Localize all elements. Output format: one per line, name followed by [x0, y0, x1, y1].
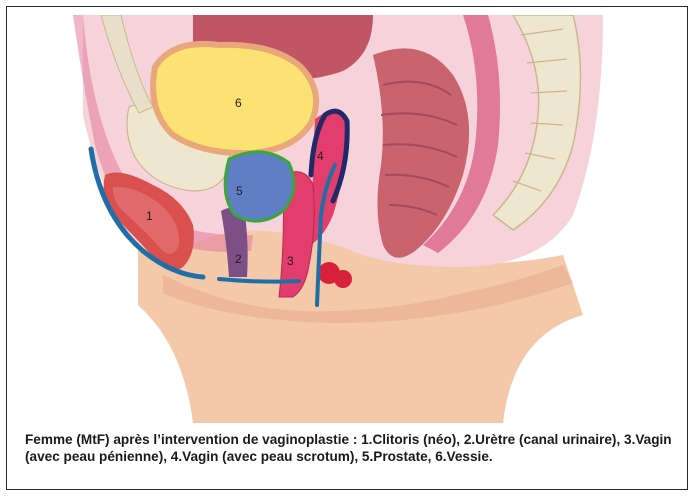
label-2: 2	[235, 252, 242, 266]
label-5: 5	[236, 184, 243, 198]
label-6: 6	[235, 96, 242, 110]
figure-caption: Femme (MtF) après l’intervention de vagi…	[25, 431, 681, 465]
label-3: 3	[287, 254, 294, 268]
label-4: 4	[317, 149, 324, 163]
perineal-tissue	[334, 270, 352, 288]
anatomy-illustration: 6 5 4 3 2 1	[43, 15, 651, 423]
label-1: 1	[146, 209, 153, 223]
figure-frame: 6 5 4 3 2 1 Femme (MtF) après l’interven…	[6, 6, 688, 490]
